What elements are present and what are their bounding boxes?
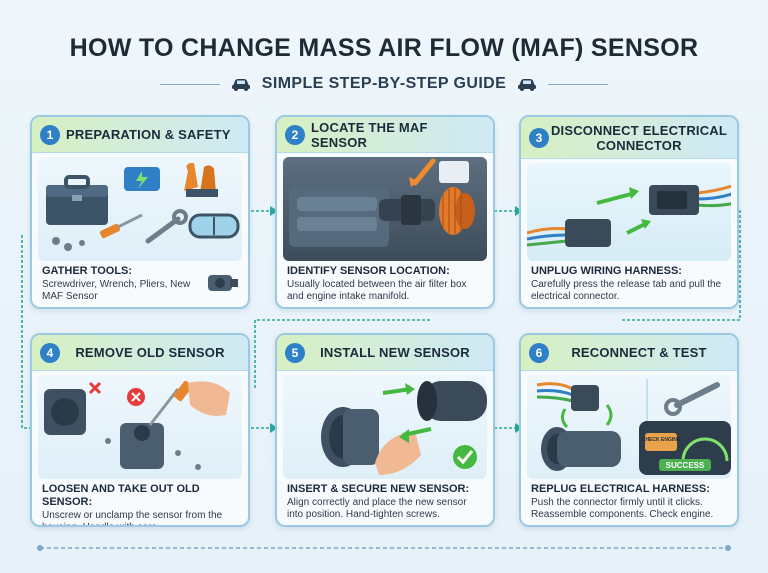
- step-card-4: 4 REMOVE OLD SENSOR LOOSEN AND TAKE OUT …: [30, 333, 250, 527]
- screws-icon: [105, 438, 201, 470]
- engine-warning-icon: [124, 167, 160, 191]
- arrow-icon: [596, 191, 636, 205]
- gauge-label: CHECK ENGINE: [642, 437, 681, 443]
- gloves-icon: [184, 163, 218, 197]
- step-card-5: 5 INSTALL NEW SENSOR INSERT & SECURE NEW…: [275, 333, 495, 527]
- wrench-icon: [145, 209, 188, 244]
- step-header: 6 RECONNECT & TEST: [521, 335, 737, 371]
- plug-connector-icon: [565, 219, 611, 247]
- sensor-housing-icon: [120, 423, 164, 469]
- step-text: UNPLUG WIRING HARNESS: Carefully press t…: [521, 261, 737, 303]
- header: HOW TO CHANGE MASS AIR FLOW (MAF) SENSOR…: [0, 34, 768, 93]
- reservoir-icon: [439, 161, 469, 183]
- step-title: LOCATE THE MAF SENSOR: [311, 119, 428, 150]
- step-instruction: REPLUG ELECTRICAL HARNESS:: [531, 483, 710, 495]
- step-text: LOOSEN AND TAKE OUT OLD SENSOR: Unscrew …: [32, 479, 248, 525]
- step-title: REMOVE OLD SENSOR: [75, 345, 225, 360]
- new-sensor-icon: [321, 407, 379, 467]
- maf-sensor-icon: [208, 275, 238, 291]
- step-card-1: 1 PREPARATION & SAFETY: [30, 115, 250, 309]
- subtitle-row: SIMPLE STEP-BY-STEP GUIDE: [0, 75, 768, 93]
- step-header: 4 REMOVE OLD SENSOR: [32, 335, 248, 371]
- step-text: REPLUG ELECTRICAL HARNESS: Push the conn…: [521, 479, 737, 521]
- step-description: Usually located between the air filter b…: [287, 279, 467, 302]
- step-number: 1: [40, 124, 60, 145]
- install-sensor-illustration: [283, 375, 487, 479]
- hand-icon: [188, 381, 230, 416]
- car-icon: [518, 79, 537, 91]
- connector-plug-icon: [571, 385, 599, 411]
- goggles-icon: [188, 213, 240, 239]
- step-title: PREPARATION & SAFETY: [66, 127, 231, 142]
- pointer-arrow-icon: [412, 158, 436, 186]
- maf-sensor-icon: [541, 427, 621, 471]
- step-number: 3: [529, 127, 549, 148]
- success-text: SUCCESS: [666, 461, 705, 470]
- step-instruction: LOOSEN AND TAKE OUT OLD SENSOR:: [42, 483, 200, 508]
- step-instruction: GATHER TOOLS:: [42, 265, 133, 277]
- car-icon: [231, 79, 250, 91]
- divider-left: [159, 83, 220, 85]
- toolbox-icon: [46, 175, 108, 225]
- step-number: 2: [285, 124, 305, 145]
- step-instruction: UNPLUG WIRING HARNESS:: [531, 265, 682, 277]
- step-instruction: INSERT & SECURE NEW SENSOR:: [287, 483, 470, 495]
- step-card-6: 6 RECONNECT & TEST: [519, 333, 739, 527]
- step-text: INSERT & SECURE NEW SENSOR: Align correc…: [277, 479, 493, 521]
- divider-right: [548, 83, 609, 85]
- step-instruction: IDENTIFY SENSOR LOCATION:: [287, 265, 450, 277]
- reconnect-illustration: CHECK ENGINE SUCCESS: [527, 375, 731, 479]
- step-header: 3 DISCONNECT ELECTRICAL CONNECTOR: [521, 117, 737, 159]
- step-title: RECONNECT & TEST: [571, 345, 707, 360]
- step-description: Carefully press the release tab and pull…: [531, 279, 722, 302]
- tools-illustration: [38, 157, 242, 261]
- step-title: DISCONNECT ELECTRICAL CONNECTOR: [550, 122, 728, 153]
- check-icon: [453, 445, 477, 469]
- step-card-2: 2 LOCATE THE MAF SENSOR IDENTIFY SENSOR …: [275, 115, 495, 309]
- page-subtitle: SIMPLE STEP-BY-STEP GUIDE: [261, 75, 507, 92]
- step-header: 2 LOCATE THE MAF SENSOR: [277, 117, 493, 153]
- hand-icon: [375, 431, 421, 475]
- step-number: 5: [285, 342, 305, 363]
- step-number: 6: [529, 342, 549, 363]
- step-header: 5 INSTALL NEW SENSOR: [277, 335, 493, 371]
- step-description: Screwdriver, Wrench, Pliers, New MAF Sen…: [42, 279, 191, 302]
- step-text: IDENTIFY SENSOR LOCATION: Usually locate…: [277, 261, 493, 303]
- page-title: HOW TO CHANGE MASS AIR FLOW (MAF) SENSOR: [69, 34, 699, 62]
- remove-sensor-illustration: [38, 375, 242, 479]
- connector-illustration: [527, 163, 731, 261]
- screwdriver-icon: [148, 388, 180, 426]
- step-description: Push the connector firmly until it click…: [531, 497, 714, 520]
- step-number: 4: [40, 342, 60, 363]
- dashboard-icon: CHECK ENGINE SUCCESS: [639, 421, 731, 475]
- step-title: INSTALL NEW SENSOR: [320, 345, 470, 360]
- step-description: Unscrew or unclamp the sensor from the h…: [42, 510, 223, 525]
- step-description: Align correctly and place the new sensor…: [287, 497, 467, 520]
- success-badge: [659, 459, 711, 471]
- air-filter-icon: [439, 187, 475, 235]
- bolts-icon: [52, 237, 85, 251]
- maf-sensor-icon: [401, 195, 421, 225]
- screwdriver-icon: [99, 213, 143, 239]
- step-card-3: 3 DISCONNECT ELECTRICAL CONNECTOR UNPLUG…: [519, 115, 739, 309]
- engine-bay-illustration: [283, 157, 487, 261]
- step-header: 1 PREPARATION & SAFETY: [32, 117, 248, 153]
- wrench-icon: [664, 382, 720, 416]
- step-text: GATHER TOOLS: Screwdriver, Wrench, Plier…: [32, 261, 248, 303]
- intake-pipe-icon: [423, 381, 487, 421]
